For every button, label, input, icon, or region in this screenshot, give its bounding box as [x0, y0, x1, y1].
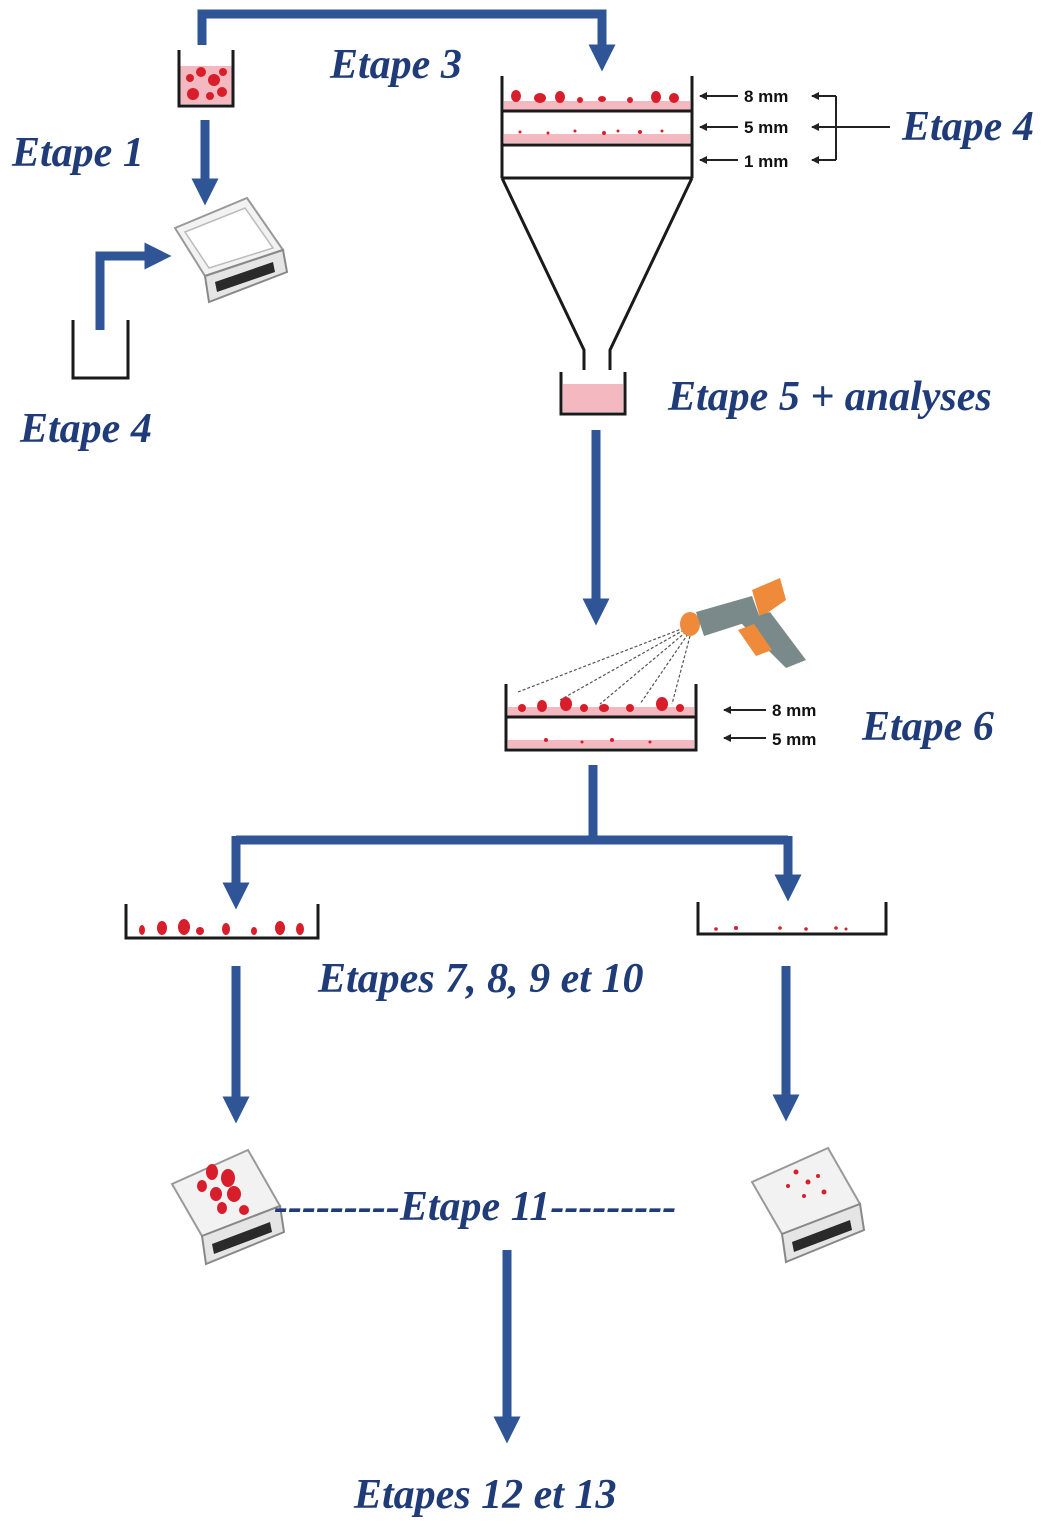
tray-left-icon: [124, 904, 320, 940]
arrow-tare-to-balance: [95, 242, 172, 330]
label-etape-3: Etape 3: [330, 42, 462, 88]
collection-beaker-icon: [559, 372, 627, 416]
rinse-mesh-label-8mm: 8 mm: [772, 701, 817, 720]
tare-beaker-icon: [71, 320, 130, 380]
mesh-label-8mm: 8 mm: [744, 87, 789, 106]
mesh-label-1mm: 1 mm: [744, 152, 789, 171]
label-etape-4-right: Etape 4: [902, 104, 1034, 150]
label-etape-6: Etape 6: [862, 704, 994, 750]
arrow-beaker-to-funnel: [197, 9, 616, 72]
arrow-rinse-split: [236, 765, 788, 845]
rinse-sieve-icon: [504, 684, 698, 752]
label-etapes-12-13: Etapes 12 et 13: [354, 1472, 617, 1518]
funnel-icon: [500, 76, 694, 370]
rinse-mesh-label-5mm: 5 mm: [772, 730, 817, 749]
label-etape-11: ---------Etape 11---------: [274, 1184, 677, 1230]
label-etape-4-left: Etape 4: [20, 406, 152, 452]
spray-gun-icon: [517, 578, 806, 705]
rinse-mesh-pointers: [723, 706, 766, 742]
balance-left-icon: [170, 1148, 286, 1266]
label-etapes-7-10: Etapes 7, 8, 9 et 10: [318, 956, 644, 1002]
beaker-icon: [177, 50, 235, 108]
label-etape-5-analyses: Etape 5 + analyses: [668, 374, 992, 420]
label-etape-1: Etape 1: [12, 130, 144, 176]
balance-right-icon: [750, 1146, 866, 1264]
tray-right-icon: [696, 902, 888, 936]
mesh-label-5mm: 5 mm: [744, 118, 789, 137]
flow-arrows: [95, 9, 802, 1444]
balance-icon: [173, 196, 289, 304]
mesh-pointers: [699, 92, 890, 164]
